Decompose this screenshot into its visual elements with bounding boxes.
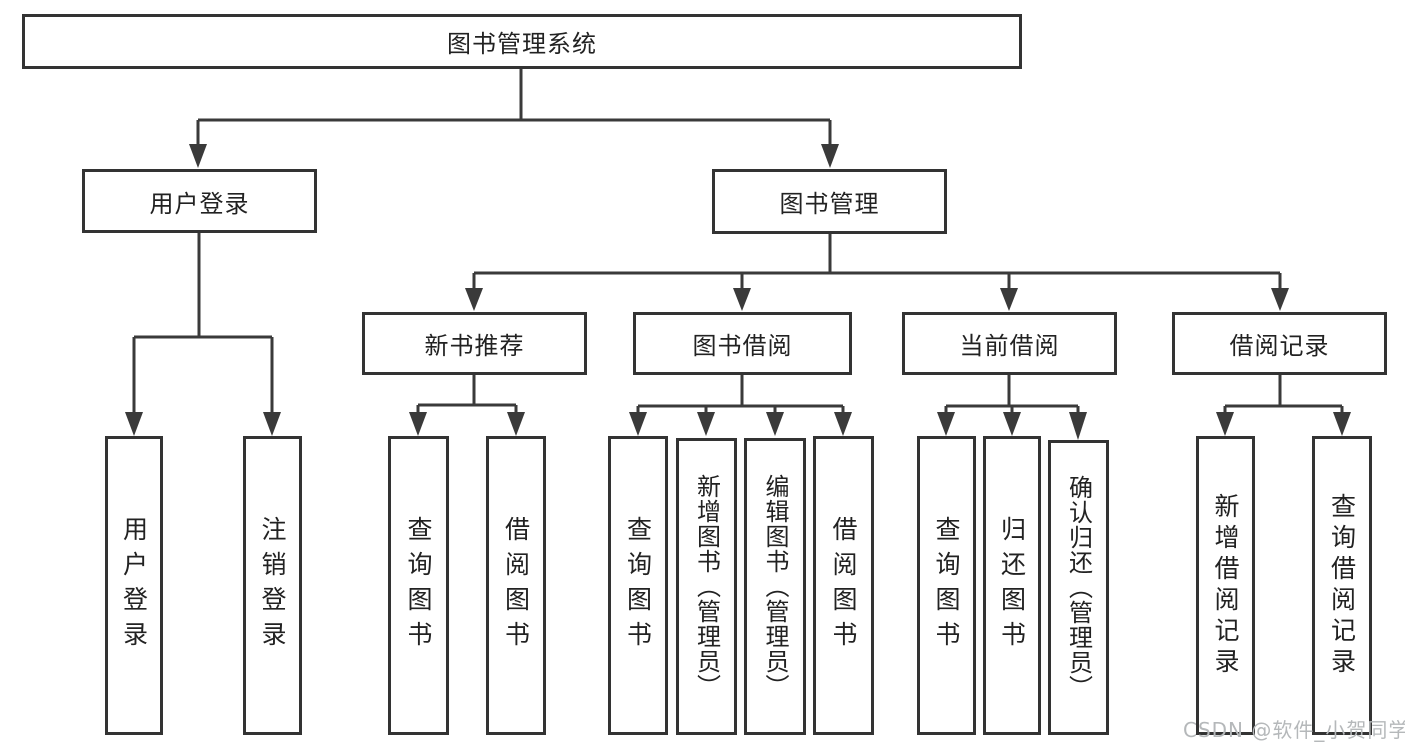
node-new-book-recommendation-label: 新书推荐 <box>424 332 525 360</box>
leaf-add-borrow-record: 新增借阅记录 <box>1196 436 1255 735</box>
arrowhead <box>1003 412 1021 436</box>
leaf-query-books-borrowing: 查询图书 <box>608 436 668 735</box>
node-user-login: 用户登录 <box>82 169 317 233</box>
leaf-query-borrow-record-label: 查询借阅记录 <box>1327 492 1357 679</box>
arrowhead <box>821 144 839 168</box>
csdn-watermark: CSDN @软件_小贺同学 <box>1183 718 1405 742</box>
node-root-label: 图书管理系统 <box>447 30 597 58</box>
leaf-borrow-books-recommend: 借阅图书 <box>486 436 546 735</box>
leaf-logout-label: 注销登录 <box>258 515 287 656</box>
node-borrowing-records: 借阅记录 <box>1172 312 1387 375</box>
node-book-borrowing-label: 图书借阅 <box>692 332 793 360</box>
leaf-confirm-return-admin-label: 确认归还（管理员） <box>1064 475 1093 700</box>
leaf-edit-book-admin: 编辑图书（管理员） <box>744 438 806 735</box>
arrowhead <box>465 288 483 311</box>
leaf-borrow-books-borrowing: 借阅图书 <box>813 436 874 735</box>
leaf-edit-book-admin-label: 编辑图书（管理员） <box>761 474 789 699</box>
leaf-add-borrow-record-label: 新增借阅记录 <box>1211 492 1240 679</box>
node-book-borrowing: 图书借阅 <box>633 312 852 375</box>
node-book-management: 图书管理 <box>712 169 947 234</box>
leaf-add-book-admin: 新增图书（管理员） <box>676 438 737 735</box>
node-user-login-label: 用户登录 <box>149 189 250 218</box>
leaf-add-book-admin-label: 新增图书（管理员） <box>692 474 721 699</box>
leaf-return-books-label: 归还图书 <box>997 515 1027 656</box>
leaf-query-books-recommend-label: 查询图书 <box>404 515 433 656</box>
arrowhead <box>263 412 281 436</box>
arrowhead <box>697 412 715 436</box>
leaf-logout: 注销登录 <box>243 436 302 735</box>
leaf-user-login-label: 用户登录 <box>119 515 149 656</box>
leaf-borrow-books-recommend-label: 借阅图书 <box>501 515 531 656</box>
leaf-borrow-books-borrowing-label: 借阅图书 <box>829 515 858 656</box>
arrowhead <box>1333 412 1351 436</box>
node-root: 图书管理系统 <box>22 14 1022 69</box>
node-current-borrowing-label: 当前借阅 <box>959 332 1060 360</box>
node-new-book-recommendation: 新书推荐 <box>362 312 587 375</box>
arrowhead <box>766 412 784 436</box>
node-borrowing-records-label: 借阅记录 <box>1229 332 1330 360</box>
arrowhead <box>409 412 427 436</box>
leaf-query-books-borrowing-label: 查询图书 <box>623 515 653 656</box>
leaf-query-books-current: 查询图书 <box>917 436 976 735</box>
arrowhead <box>629 412 647 436</box>
node-book-management-label: 图书管理 <box>779 190 880 218</box>
arrowhead <box>937 412 955 436</box>
arrowhead <box>1271 288 1289 311</box>
leaf-user-login: 用户登录 <box>105 436 163 735</box>
arrowhead <box>1216 412 1234 436</box>
arrowhead <box>1000 288 1018 311</box>
arrowhead <box>189 144 207 168</box>
leaf-query-books-current-label: 查询图书 <box>932 515 961 656</box>
node-current-borrowing: 当前借阅 <box>902 312 1117 375</box>
leaf-query-books-recommend: 查询图书 <box>388 436 449 735</box>
arrowhead <box>834 412 852 436</box>
arrowhead <box>733 288 751 311</box>
arrowhead <box>1069 412 1087 440</box>
leaf-query-borrow-record: 查询借阅记录 <box>1312 436 1372 735</box>
arrowhead <box>507 412 525 436</box>
arrowhead <box>125 412 143 436</box>
leaf-confirm-return-admin: 确认归还（管理员） <box>1048 440 1109 735</box>
leaf-return-books: 归还图书 <box>983 436 1041 735</box>
